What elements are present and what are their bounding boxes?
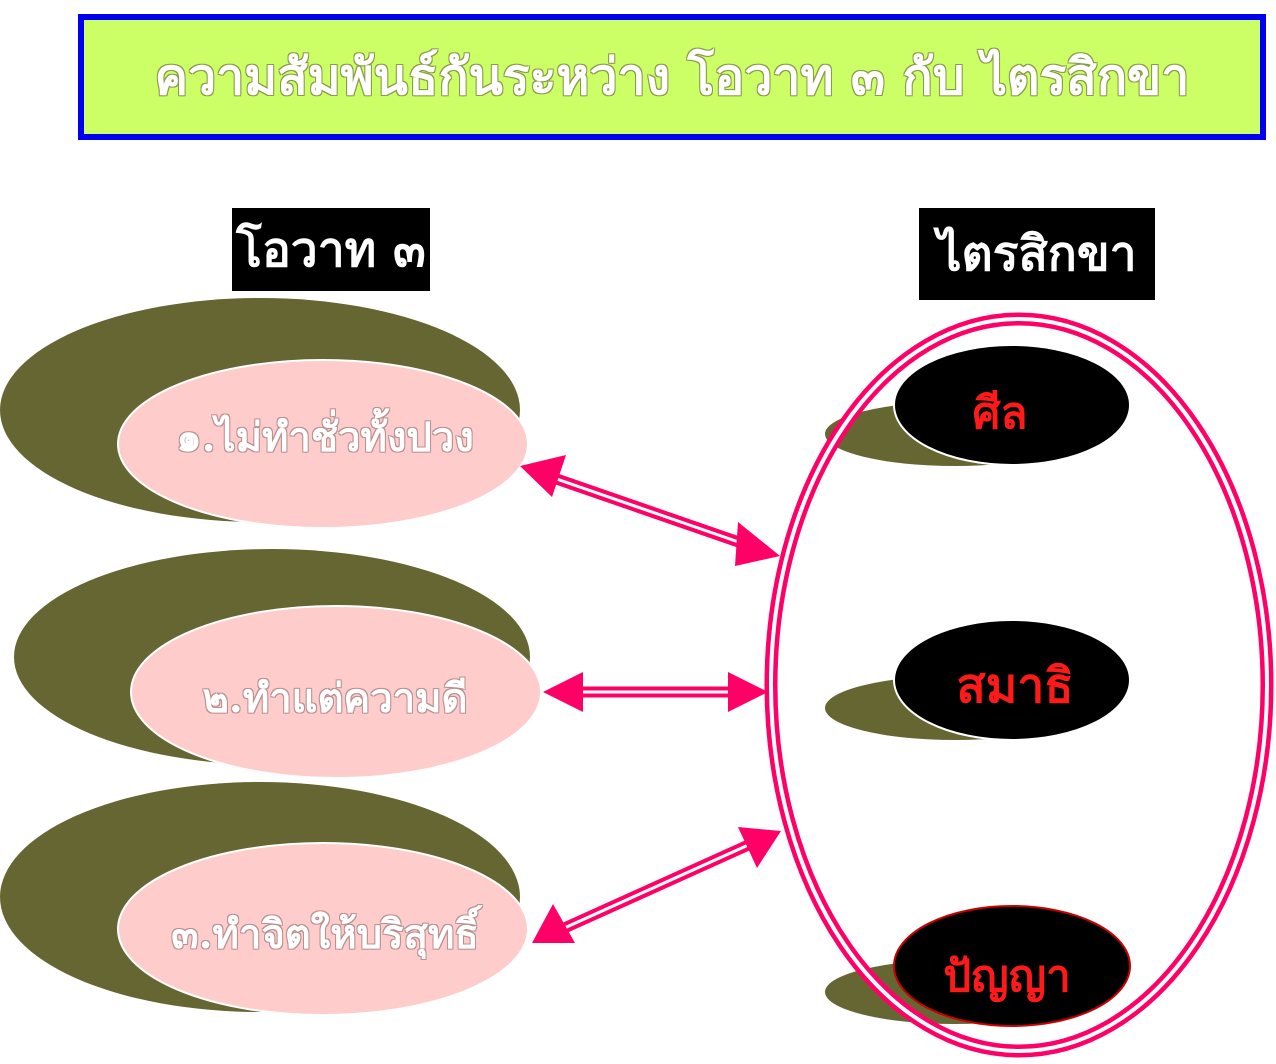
ovada-2-ellipse — [130, 605, 542, 779]
sila-label: ศีล — [972, 388, 1028, 439]
right-heading: ไตรสิกขา — [919, 208, 1155, 300]
ovada-label-1: ๑.ไม่ทำชั่วทั้งปวง — [176, 414, 474, 461]
sikkha-group-outline-inner — [769, 317, 1269, 1053]
title-text: ความสัมพันธ์กันระหว่าง โอวาท ๓ กับ ไตรสิ… — [154, 46, 1190, 106]
ovada-1-ellipse — [117, 359, 529, 529]
panna-ellipse — [893, 905, 1131, 1027]
panna-label: ปัญญา — [943, 951, 1071, 1002]
samadhi-ellipse — [893, 619, 1131, 741]
sila-ellipse — [893, 344, 1131, 466]
ovada-3-ellipse — [117, 842, 529, 1016]
ovada-label-2: ๒.ทำแต่ความดี — [202, 675, 468, 722]
ovada-label-3: ๓.ทำจิตให้บริสุทธิ์ — [171, 911, 479, 958]
left-heading: โอวาท ๓ — [232, 208, 430, 291]
arrow-2 — [543, 672, 768, 712]
arrow-3 — [532, 827, 781, 943]
samadhi-label: สมาธิ — [956, 658, 1074, 714]
arrow-1 — [520, 455, 780, 566]
title-banner: ความสัมพันธ์กันระหว่าง โอวาท ๓ กับ ไตรสิ… — [78, 14, 1266, 140]
